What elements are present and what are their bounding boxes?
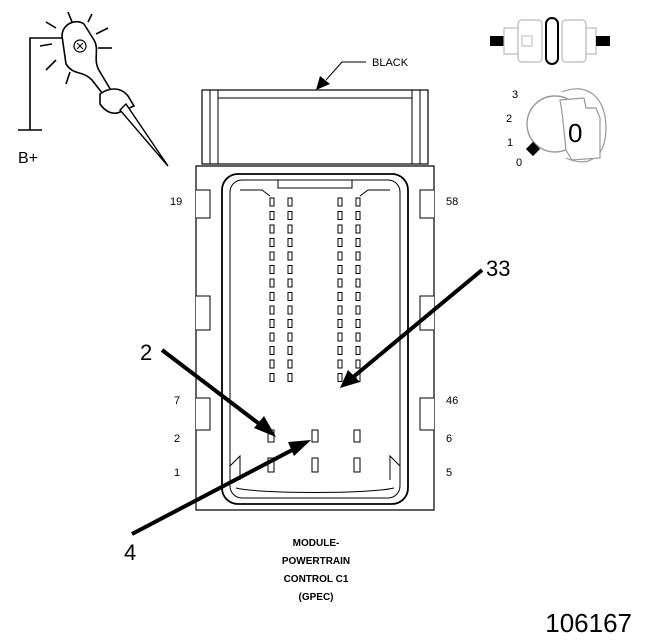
terminal-cavity	[337, 359, 343, 369]
pin-label-19: 19	[170, 196, 182, 208]
ignition-key-icon	[525, 88, 607, 163]
connector-name-line-3: CONTROL C1	[284, 574, 349, 585]
ignition-position-2: 2	[506, 113, 512, 125]
terminal-cavity	[355, 346, 361, 355]
terminal-cavity	[287, 346, 293, 355]
terminal-cavity	[269, 292, 275, 301]
connector-cavities	[267, 197, 361, 473]
terminal-cavity	[269, 359, 275, 369]
terminal-cavity	[355, 224, 361, 234]
terminal-cavity	[269, 278, 275, 288]
terminal-cavity	[269, 265, 275, 274]
pin-label-58: 58	[446, 196, 458, 208]
terminal-cavity	[337, 278, 343, 288]
terminal-cavity	[287, 265, 293, 274]
terminal-cavity	[287, 305, 293, 315]
terminal-cavity	[269, 238, 275, 247]
terminal-cavity	[287, 211, 293, 220]
terminal-cavity	[355, 197, 361, 207]
terminal-cavity	[287, 319, 293, 328]
terminal-cavity	[269, 197, 275, 207]
connector-c1	[195, 89, 435, 511]
test-light-probe-icon	[18, 11, 169, 167]
callout-4: 4	[124, 540, 136, 565]
supply-label: B+	[18, 150, 38, 167]
terminal-cavity	[337, 346, 343, 355]
pin-label-6: 6	[446, 433, 452, 445]
connector-name-line-4: (GPEC)	[299, 592, 334, 603]
terminal-cavity	[287, 373, 293, 382]
terminal-cavity	[287, 238, 293, 247]
pin-label-2: 2	[174, 433, 180, 445]
callout-arrow-pin-2	[160, 348, 276, 437]
terminal-cavity	[337, 332, 343, 342]
terminal-cavity	[353, 457, 361, 473]
terminal-cavity	[337, 238, 343, 247]
connector-color-label: BLACK	[372, 57, 409, 69]
terminal-cavity	[287, 292, 293, 301]
connector-disconnect-icon	[490, 17, 610, 65]
terminal-cavity	[337, 251, 343, 261]
ignition-position-1: 1	[507, 137, 513, 149]
connector-name-line-1: MODULE-	[293, 538, 340, 549]
terminal-cavity	[269, 211, 275, 220]
terminal-cavity	[337, 197, 343, 207]
figure-number: 106167	[545, 608, 632, 638]
terminal-cavity	[269, 373, 275, 382]
ignition-position-3: 3	[512, 89, 518, 101]
terminal-cavity	[355, 211, 361, 220]
terminal-cavity	[287, 251, 293, 261]
terminal-cavity	[355, 359, 361, 369]
terminal-cavity	[311, 457, 319, 473]
terminal-cavity	[355, 251, 361, 261]
terminal-cavity	[287, 224, 293, 234]
terminal-cavity	[337, 305, 343, 315]
terminal-cavity	[337, 292, 343, 301]
terminal-cavity	[337, 265, 343, 274]
terminal-cavity	[337, 224, 343, 234]
terminal-cavity	[269, 305, 275, 315]
callout-2: 2	[140, 340, 152, 365]
terminal-cavity	[267, 457, 275, 473]
terminal-cavity	[287, 359, 293, 369]
terminal-cavity	[287, 197, 293, 207]
terminal-cavity	[353, 429, 361, 443]
terminal-cavity	[269, 319, 275, 328]
terminal-cavity	[287, 278, 293, 288]
callout-arrow-pin-4	[131, 440, 311, 536]
connector-name-line-2: POWERTRAIN	[282, 556, 350, 567]
terminal-cavity	[355, 319, 361, 328]
terminal-cavity	[355, 238, 361, 247]
terminal-cavity	[269, 224, 275, 234]
terminal-cavity	[355, 278, 361, 288]
pin-label-5: 5	[446, 467, 452, 479]
pin-label-1: 1	[174, 467, 180, 479]
callout-arrow-pin-33	[340, 268, 484, 388]
ignition-key-position: 0	[568, 118, 582, 148]
terminal-cavity	[269, 251, 275, 261]
pin-label-46: 46	[446, 395, 458, 407]
terminal-cavity	[311, 429, 319, 443]
terminal-cavity	[355, 332, 361, 342]
terminal-cavity	[355, 305, 361, 315]
callout-33: 33	[486, 256, 510, 281]
terminal-cavity	[337, 319, 343, 328]
terminal-cavity	[337, 211, 343, 220]
terminal-cavity	[355, 292, 361, 301]
pin-label-7: 7	[174, 395, 180, 407]
terminal-cavity	[269, 346, 275, 355]
terminal-cavity	[337, 373, 343, 382]
terminal-cavity	[269, 332, 275, 342]
terminal-cavity	[355, 265, 361, 274]
terminal-cavity	[287, 332, 293, 342]
ignition-position-0: 0	[516, 157, 522, 169]
